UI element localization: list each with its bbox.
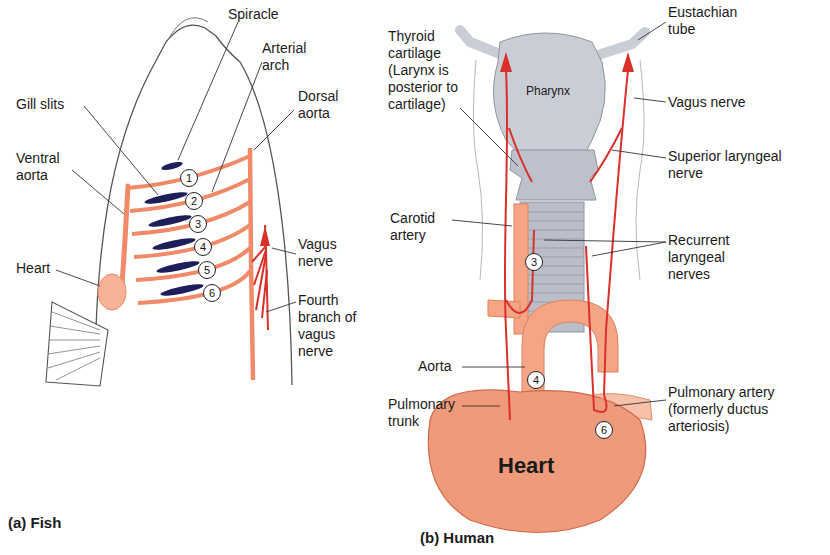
pharynx-shape: [494, 33, 606, 160]
callout-circle: 4: [527, 371, 545, 389]
part-label: Pulmonary trunk: [388, 396, 468, 430]
fish-leader-lines: [56, 22, 296, 312]
callout-circle: 1: [180, 169, 198, 187]
callout-circle: 2: [185, 192, 203, 210]
part-label: Recurrent laryngeal nerves: [668, 232, 768, 283]
callout-circle: 3: [189, 215, 207, 233]
fin-rays: [48, 312, 100, 380]
part-label: Spiracle: [228, 6, 308, 23]
fish-outline: [95, 25, 292, 385]
dorsal-aorta: [250, 148, 253, 380]
panel-caption: (a) Fish: [8, 514, 98, 532]
callout-number: 2: [191, 196, 197, 207]
callout-circle: 6: [203, 284, 221, 302]
subclavian-artery: [488, 300, 520, 318]
human-leader-lines: [452, 22, 666, 406]
callout-number: 3: [195, 219, 201, 230]
part-label: Vagus nerve: [668, 94, 778, 111]
callout-number: 3: [531, 257, 537, 268]
fish-snout: [168, 18, 208, 40]
panel-caption: (b) Human: [420, 529, 540, 547]
callout-circle: 5: [198, 261, 216, 279]
thyroid-cartilage: [510, 150, 598, 200]
part-label: Arterial arch: [262, 40, 322, 74]
part-label: Pharynx: [526, 84, 586, 99]
human-vagus-nerves: [505, 70, 628, 420]
callout-number: 6: [601, 425, 607, 436]
callout-circle: 3: [525, 253, 543, 271]
callout-number: 6: [209, 288, 215, 299]
part-label: Eustachian tube: [668, 4, 768, 38]
gill-slits: [144, 160, 204, 298]
human-drawing: [428, 22, 666, 533]
part-label: Fourth branch of vagus nerve: [298, 292, 370, 360]
callout-number: 4: [200, 242, 206, 253]
part-label: Ventral aorta: [16, 150, 76, 184]
part-label: Gill slits: [16, 96, 86, 113]
arterial-arches: [128, 156, 250, 303]
vagus-ganglion: [260, 226, 270, 246]
part-label: Carotid artery: [390, 210, 452, 244]
fish-heart: [98, 274, 126, 310]
part-label: Pulmonary artery (formerly ductus arteri…: [668, 384, 808, 435]
callout-number: 4: [533, 375, 539, 386]
part-label: Heart: [16, 260, 66, 277]
part-label: Dorsal aorta: [298, 88, 358, 122]
callout-circle: 6: [595, 421, 613, 439]
callout-number: 5: [204, 265, 210, 276]
part-label: Heart: [498, 452, 578, 479]
part-label: Thyroid cartilage (Larynx is posterior t…: [388, 28, 480, 113]
part-label: Vagus nerve: [298, 236, 358, 270]
human-heart: [428, 390, 645, 533]
part-label: Superior laryngeal nerve: [668, 148, 818, 182]
callout-circle: 4: [194, 238, 212, 256]
vagus-tips: [500, 52, 634, 72]
pectoral-fin: [46, 302, 108, 386]
fish-drawing: [46, 18, 296, 386]
part-label: Aorta: [418, 358, 468, 375]
callout-number: 1: [186, 173, 192, 184]
